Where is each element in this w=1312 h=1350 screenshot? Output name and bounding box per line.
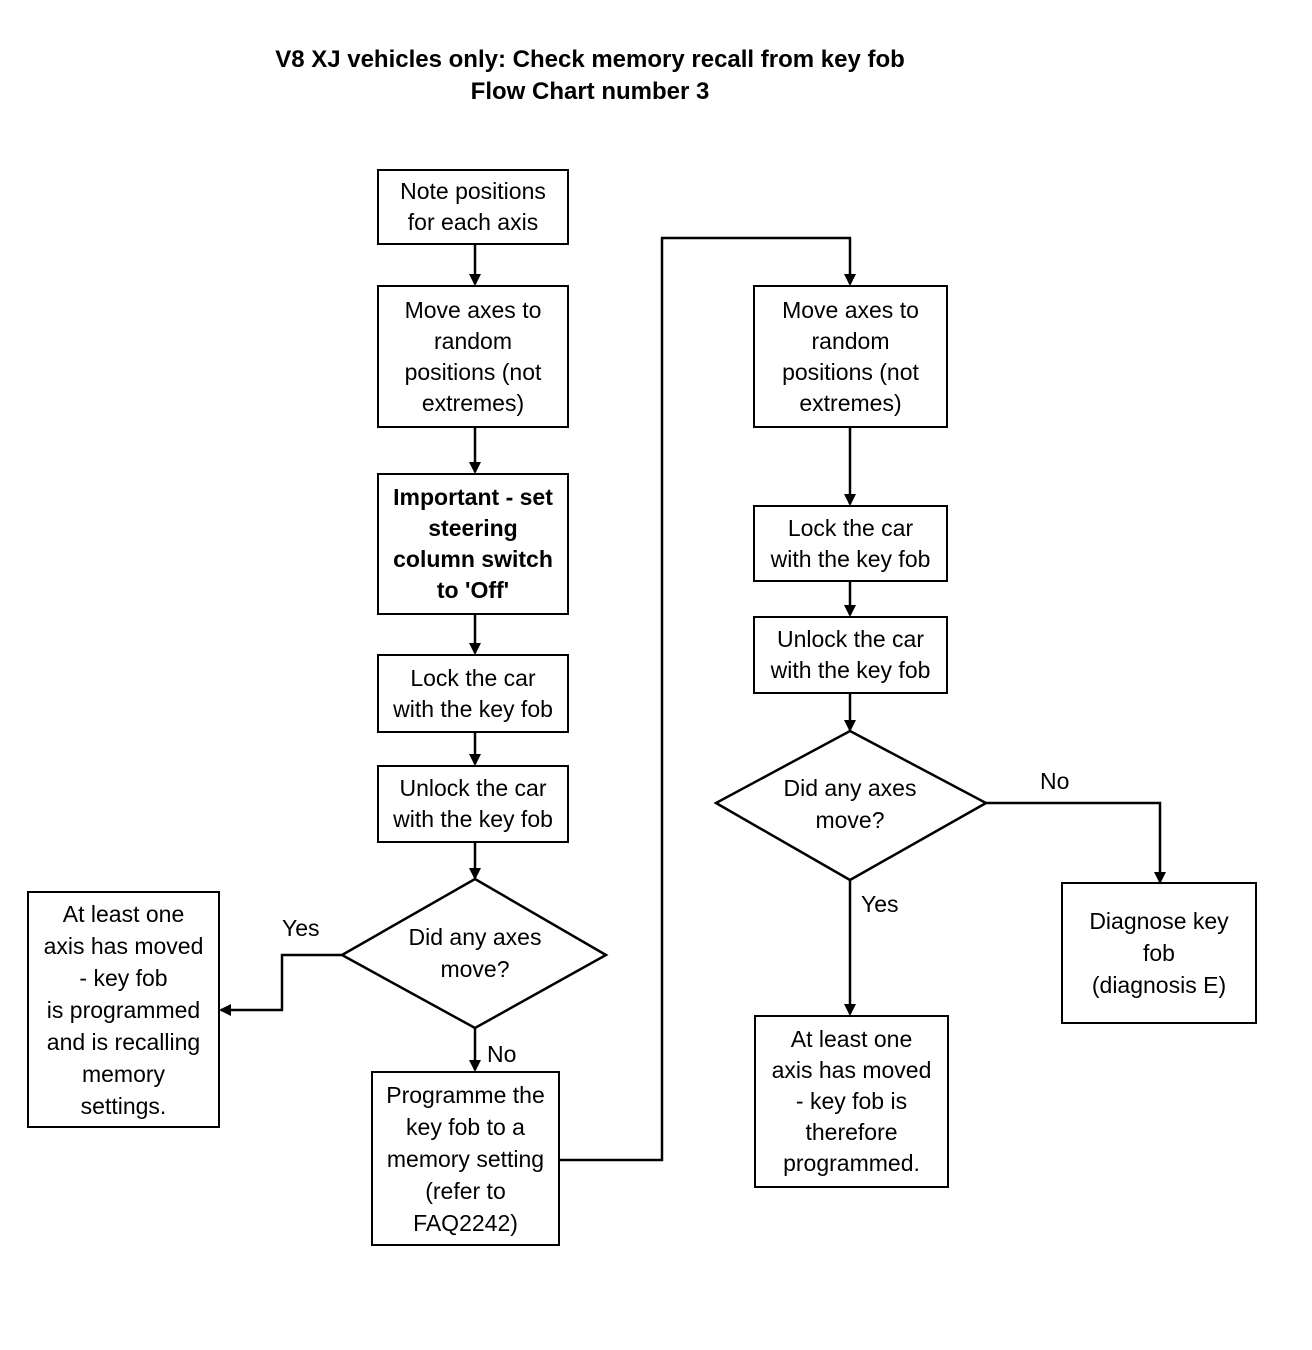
- title-line-1: V8 XJ vehicles only: Check memory recall…: [275, 46, 905, 73]
- arrow-decision2-no: [986, 801, 1166, 884]
- node-important-set-switch: Important - set steering column switch t…: [377, 473, 569, 615]
- node-diagnose-key-fob: Diagnose key fob (diagnosis E): [1061, 882, 1257, 1024]
- node-diagnose-key-fob-text: Diagnose key fob (diagnosis E): [1089, 908, 1229, 998]
- node-result-programmed-recalling: At least one axis has moved - key fob is…: [27, 891, 220, 1128]
- title-line-2: Flow Chart number 3: [470, 78, 710, 105]
- node-lock-car-2-text: Lock the car with the key fob: [770, 514, 931, 572]
- node-unlock-car-1: Unlock the car with the key fob: [377, 765, 569, 843]
- label-decision-1-no: No: [487, 1041, 517, 1067]
- decision-1-text: Did any axes move?: [380, 917, 570, 989]
- arrow-decision1-yes: [219, 953, 342, 1016]
- node-move-axes-1: Move axes to random positions (not extre…: [377, 285, 569, 428]
- label-decision-1-yes: Yes: [282, 915, 320, 941]
- node-unlock-car-1-text: Unlock the car with the key fob: [393, 775, 553, 832]
- node-lock-car-2: Lock the car with the key fob: [753, 505, 948, 582]
- node-important-set-switch-text: Important - set steering column switch t…: [393, 484, 553, 603]
- label-decision-2-no: No: [1040, 768, 1070, 794]
- decision-2-text: Did any axes move?: [755, 770, 945, 838]
- node-move-axes-2-text: Move axes to random positions (not extre…: [782, 296, 919, 416]
- node-lock-car-1: Lock the car with the key fob: [377, 654, 569, 733]
- decision-diamond-2: [713, 729, 989, 882]
- node-result-therefore-programmed-text: At least one axis has moved - key fob is…: [771, 1026, 932, 1176]
- node-unlock-car-2-text: Unlock the car with the key fob: [770, 626, 931, 683]
- node-note-positions: Note positions for each axis: [377, 169, 569, 245]
- node-unlock-car-2: Unlock the car with the key fob: [753, 616, 948, 694]
- decision-1-label: Did any axes move?: [408, 924, 542, 982]
- arrow-programme-to-move2: [560, 236, 856, 1162]
- label-decision-2-yes: Yes: [861, 891, 899, 917]
- node-programme-key-fob-text: Programme the key fob to a memory settin…: [386, 1081, 545, 1236]
- node-result-therefore-programmed: At least one axis has moved - key fob is…: [754, 1015, 949, 1188]
- decision-2-label: Did any axes move?: [783, 775, 917, 833]
- node-lock-car-1-text: Lock the car with the key fob: [393, 664, 553, 722]
- node-note-positions-text: Note positions for each axis: [400, 178, 546, 235]
- decision-diamond-1: [339, 877, 609, 1030]
- node-result-programmed-recalling-text: At least one axis has moved - key fob is…: [43, 900, 204, 1119]
- node-move-axes-2: Move axes to random positions (not extre…: [753, 285, 948, 428]
- node-move-axes-1-text: Move axes to random positions (not extre…: [404, 296, 542, 416]
- node-programme-key-fob: Programme the key fob to a memory settin…: [371, 1071, 560, 1246]
